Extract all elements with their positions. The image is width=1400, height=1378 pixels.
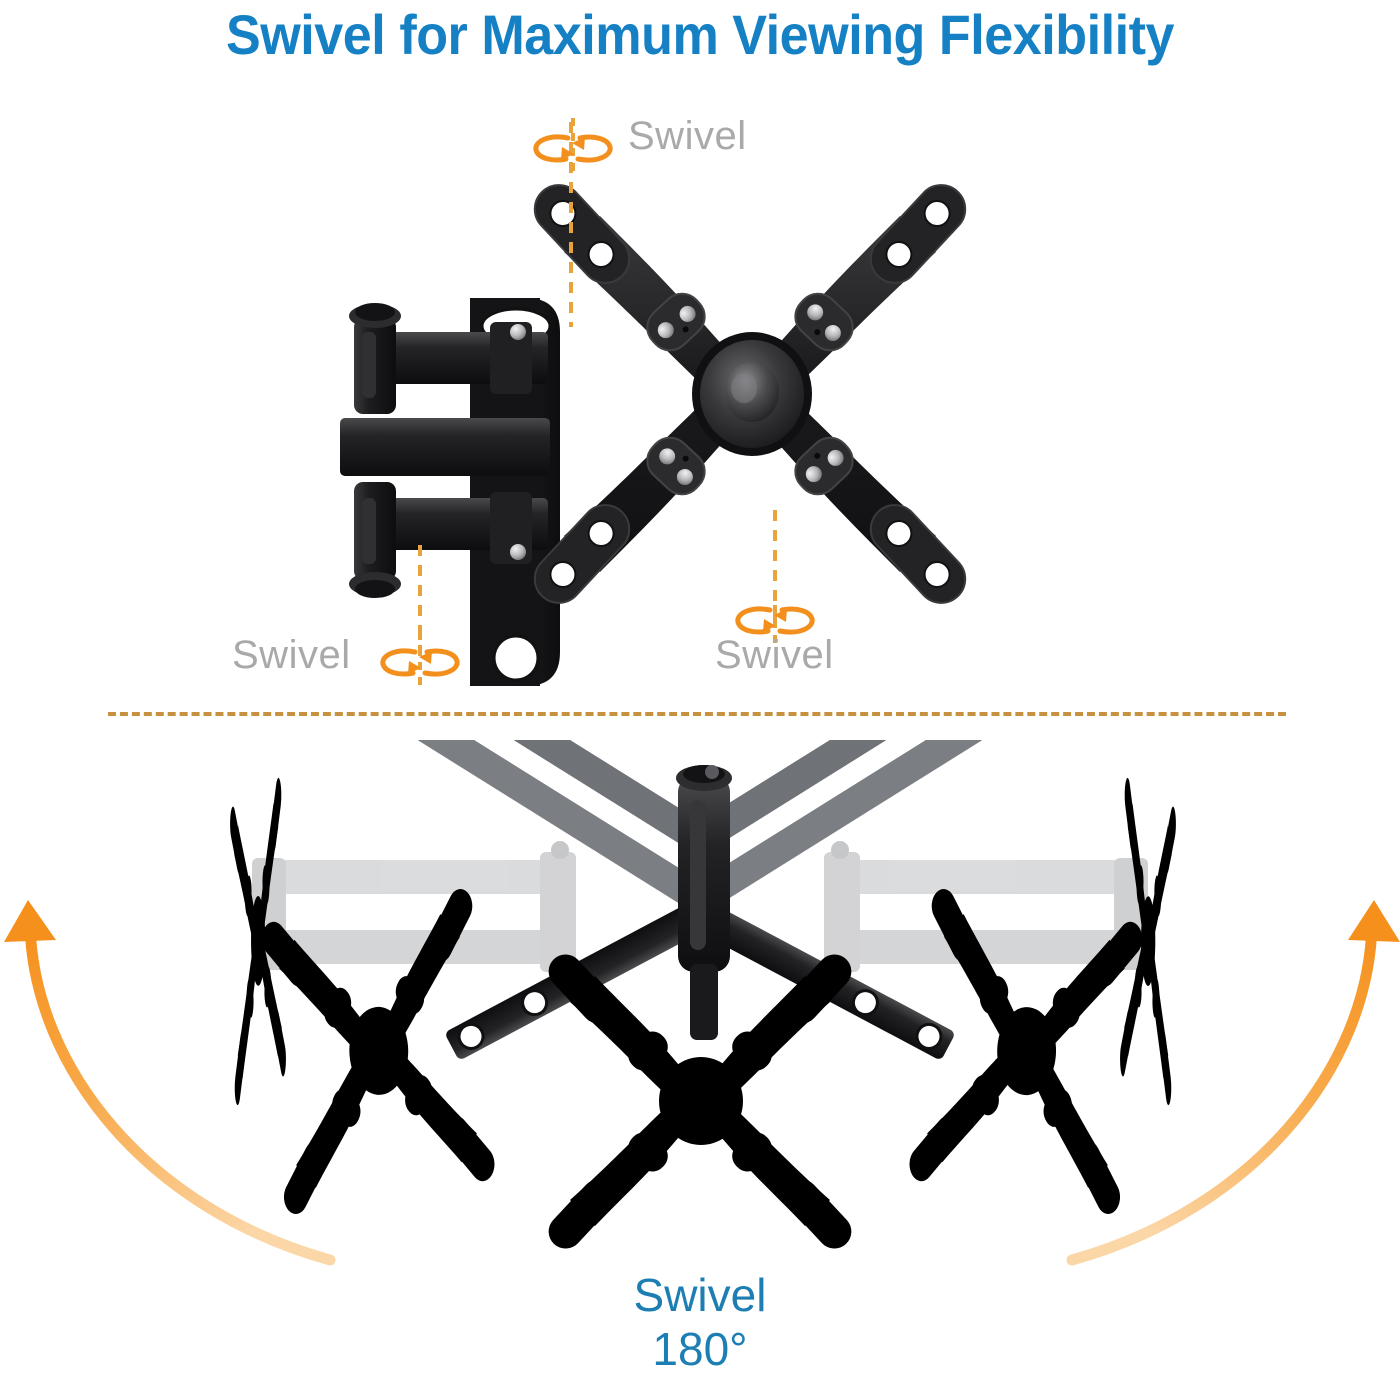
ghost-arm-mid-right [676,740,986,921]
arc-arrow-right [1066,900,1400,1266]
caption-line-2: 180° [652,1323,748,1376]
caption-line-1: Swivel [633,1269,767,1321]
vesa-x-plate [523,174,977,614]
arc-arrow-left [4,900,336,1266]
swivel-rotation-icon [533,118,613,174]
swivel-range-caption: Swivel 180° [0,1268,1400,1377]
swivel-rotation-icon [380,632,460,688]
center-hinge-barrel [676,765,732,1040]
swivel-label-top: Swivel [628,114,747,158]
hinge-barrel-upper [349,303,401,414]
hinge-barrel-lower [349,482,401,598]
section-divider [108,712,1286,716]
leader-line-top [569,122,573,327]
swivel-range-illustration: /* ghost tone classes applied to wrapper… [4,740,1400,1266]
ghost-arm-mid-left [414,740,724,921]
swivel-rotation-icon [735,590,815,646]
ghost-arm-bars [252,841,1148,972]
swivel-label-center: Swivel [715,633,834,677]
page-title: Swivel for Maximum Viewing Flexibility [225,3,1174,66]
top-mount-illustration [340,174,977,686]
articulating-arm [340,303,550,598]
swivel-label-left: Swivel [232,633,351,677]
